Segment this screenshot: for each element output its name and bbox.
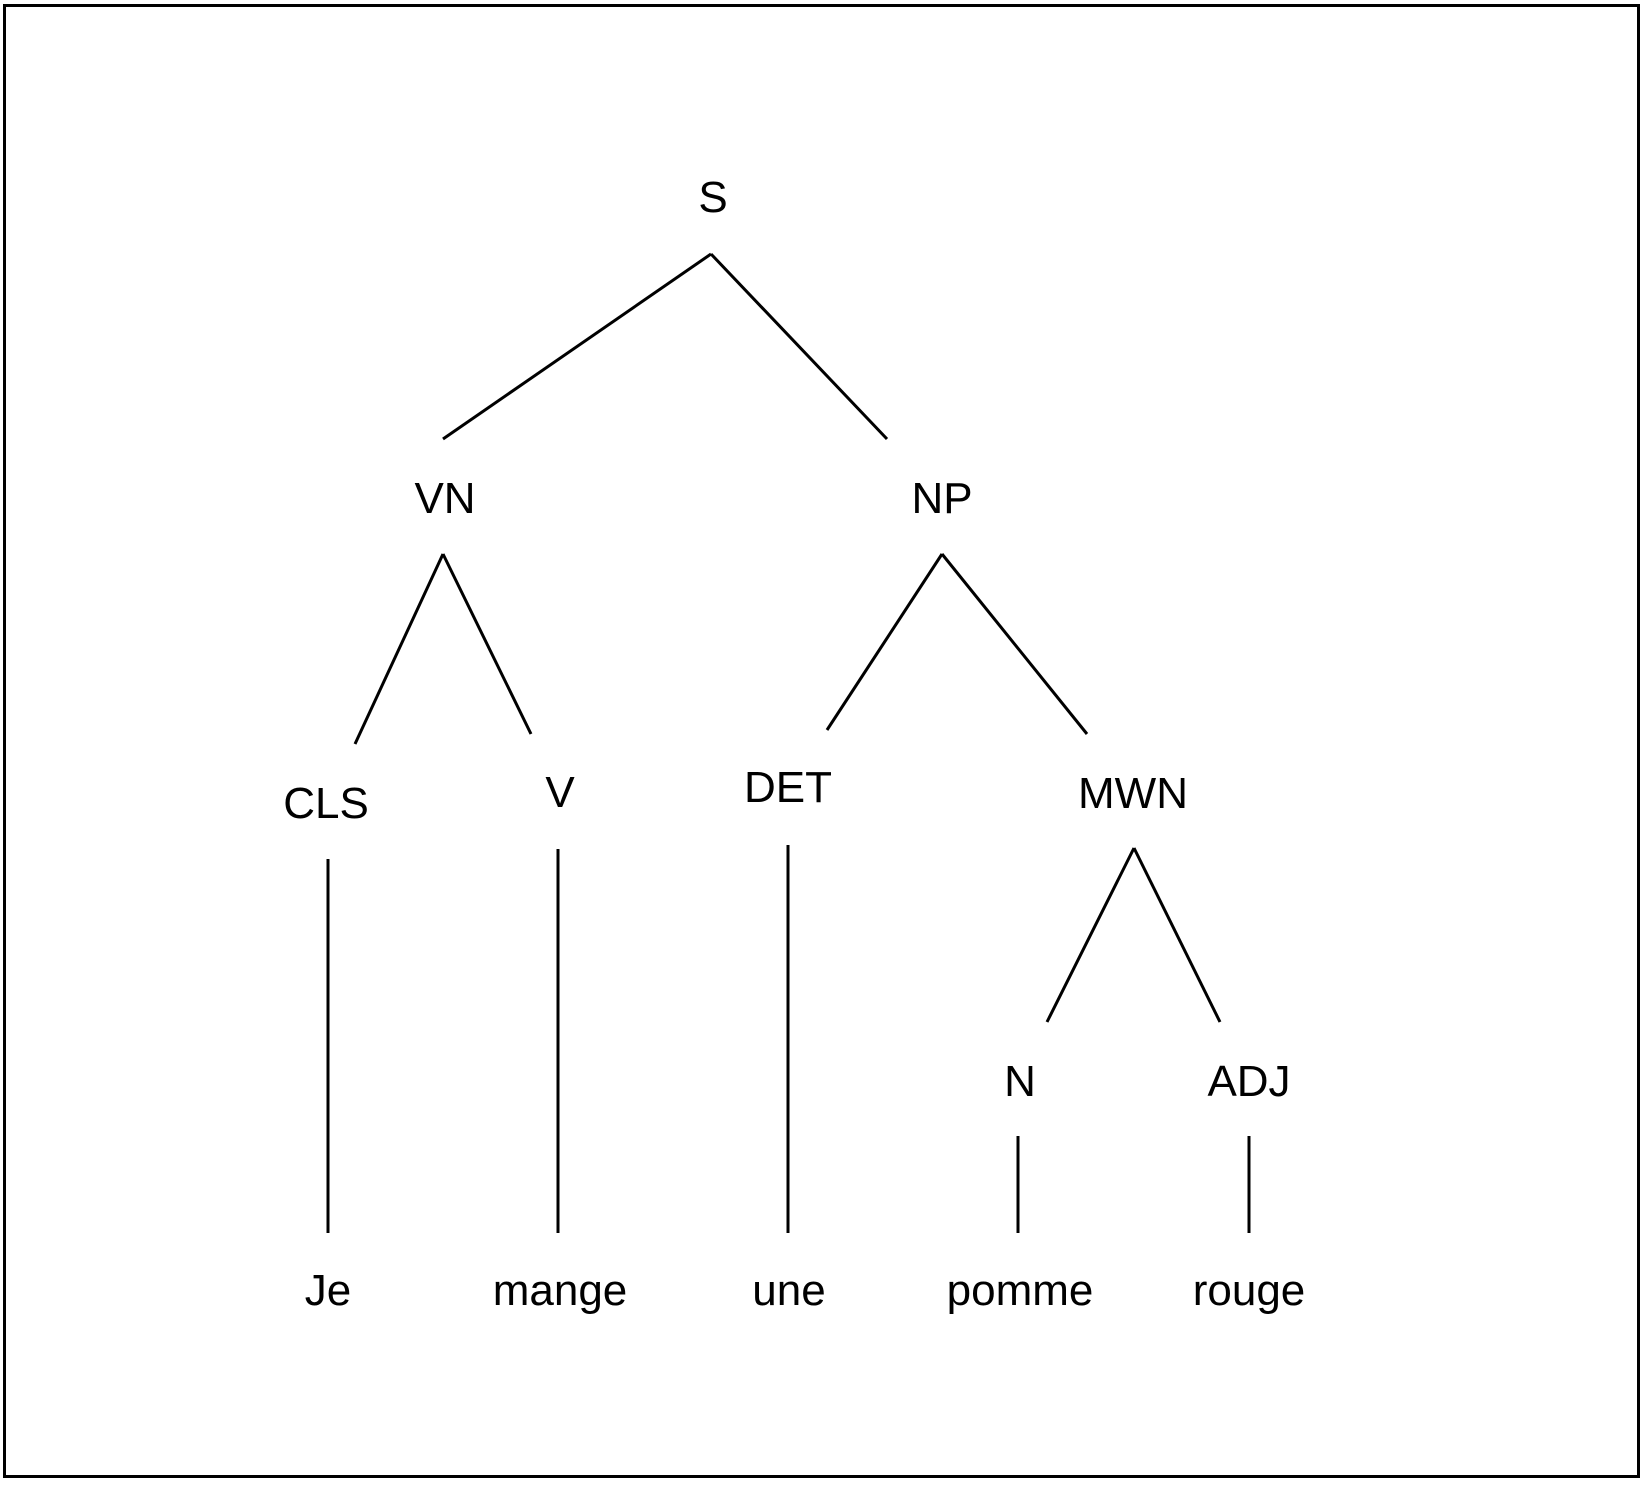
edge-vn-v <box>441 553 533 735</box>
edge-s-vn <box>442 252 712 441</box>
node-cls: CLS <box>283 779 369 828</box>
edge-np-mwn <box>940 553 1089 735</box>
edge-np-det <box>825 553 944 731</box>
node-det: DET <box>744 763 832 812</box>
edge-vn-cls <box>353 553 445 745</box>
tree-labels: S VN NP CLS V DET MWN N ADJ Je mange une pomme rouge <box>283 173 1305 1315</box>
node-vn: VN <box>414 474 475 523</box>
node-pomme: pomme <box>947 1266 1094 1315</box>
node-v: V <box>545 768 575 817</box>
diagram-frame <box>3 4 1640 1478</box>
node-s: S <box>698 173 727 222</box>
node-mwn: MWN <box>1078 769 1188 818</box>
node-np: NP <box>911 474 972 523</box>
edge-mwn-n <box>1045 847 1136 1023</box>
tree-edges <box>326 252 1251 1233</box>
node-une: une <box>752 1266 825 1315</box>
node-n: N <box>1004 1057 1036 1106</box>
node-mange: mange <box>493 1266 628 1315</box>
edge-s-np <box>709 252 889 441</box>
node-rouge: rouge <box>1193 1266 1306 1315</box>
node-adj: ADJ <box>1207 1057 1290 1106</box>
node-je: Je <box>305 1266 351 1315</box>
edge-mwn-adj <box>1132 847 1222 1023</box>
